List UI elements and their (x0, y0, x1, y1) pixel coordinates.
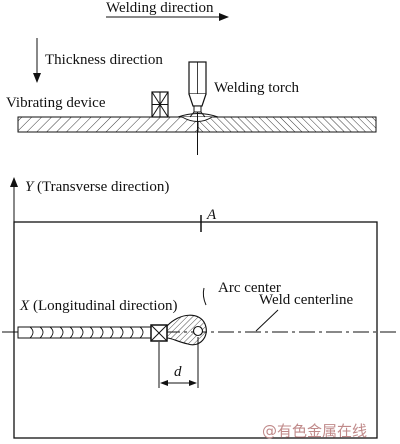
vibrating-device-plan (150, 324, 168, 342)
x-axis-letter: X (19, 298, 30, 314)
distance-d-dimension (158, 337, 199, 388)
distance-d-label: d (174, 364, 182, 380)
workpiece-plan (13, 221, 378, 439)
weld-centerline-label: Weld centerline (259, 292, 354, 308)
arc-center-point (192, 325, 204, 337)
y-axis-letter: Y (25, 179, 35, 195)
weld-pool (166, 314, 207, 346)
side-view: Welding direction Thickness direction Vi… (6, 0, 377, 155)
vibrating-device (151, 91, 169, 118)
watermark: @有色金属在线 (262, 422, 367, 440)
vibrating-device-label: Vibrating device (6, 95, 106, 111)
y-axis-label: (Transverse direction) (37, 179, 169, 195)
x-axis-label: (Longitudinal direction) (33, 298, 178, 314)
welding-direction-label: Welding direction (106, 0, 214, 16)
welding-torch (188, 61, 207, 155)
arc-center-leader (202, 287, 207, 306)
weld-centerline-leader (255, 309, 279, 332)
arc-center-label: Arc center (218, 280, 281, 296)
plan-view: Y (Transverse direction) A (2, 177, 400, 439)
weld-bead (17, 326, 155, 339)
thickness-direction-label: Thickness direction (45, 52, 163, 68)
welding-torch-label: Welding torch (214, 80, 300, 96)
point-a-label: A (206, 207, 217, 223)
